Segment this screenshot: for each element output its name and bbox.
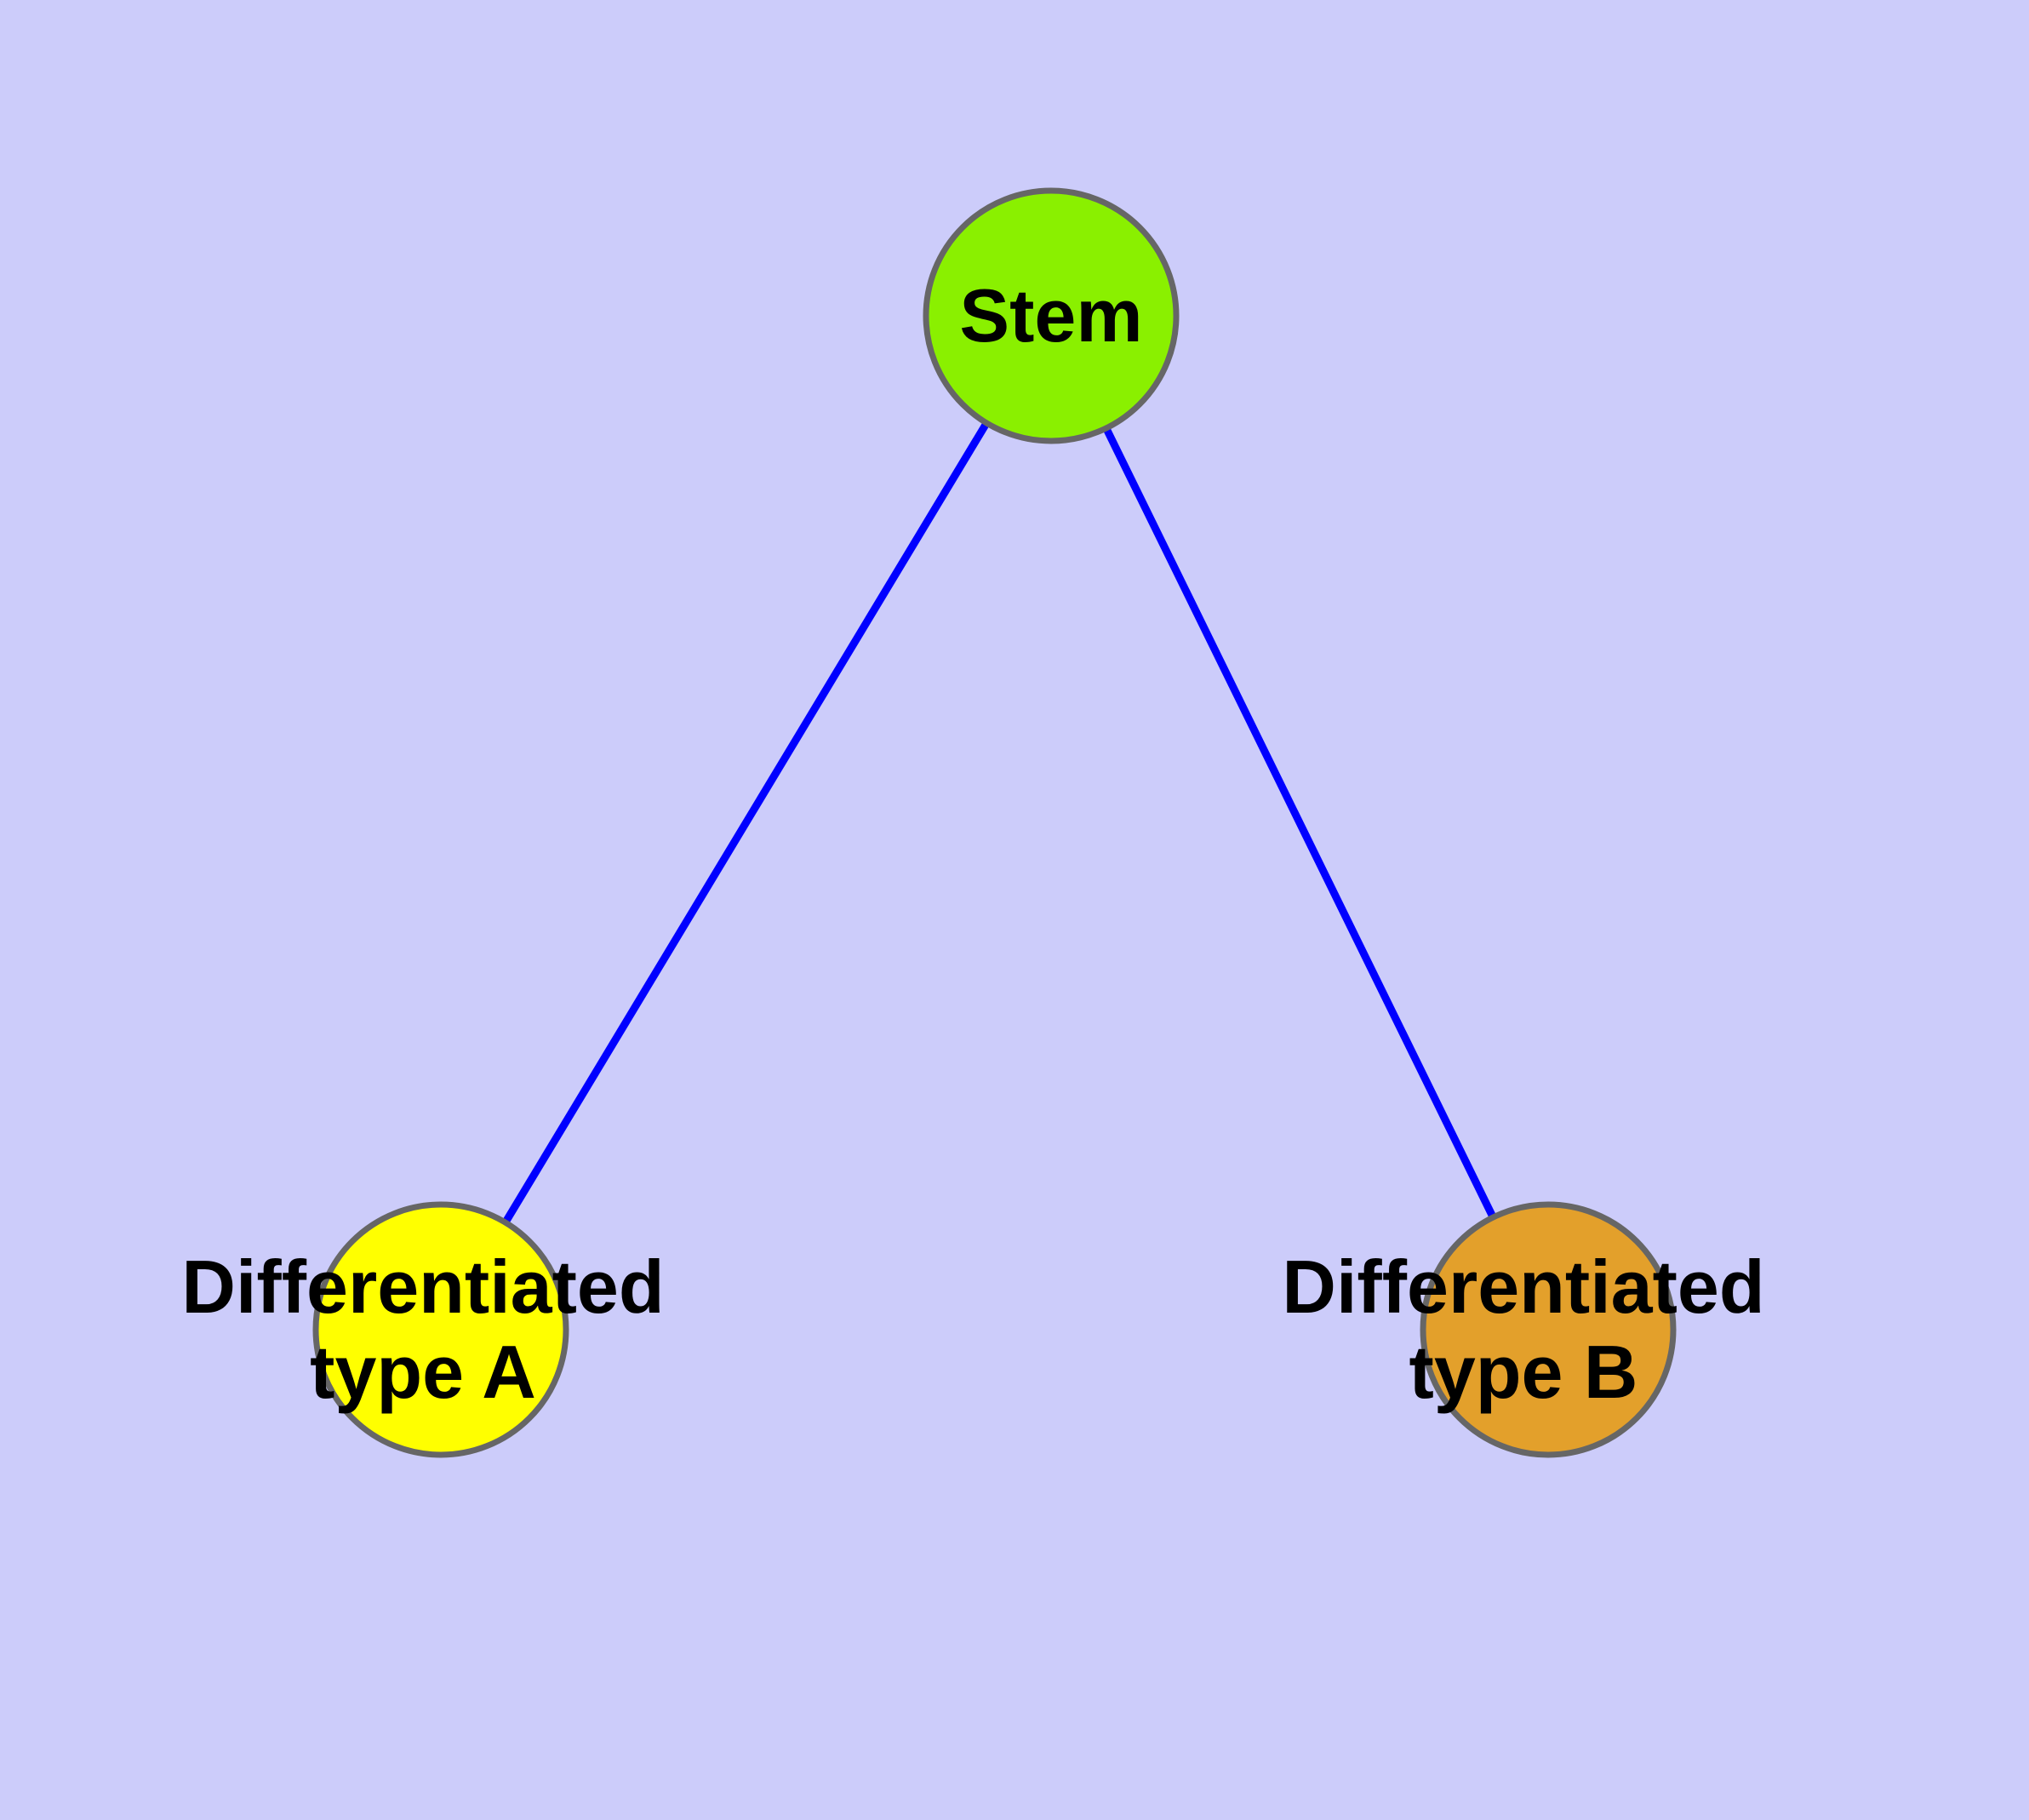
node-label-line: type A (310, 1330, 536, 1414)
node-diff-a[interactable] (312, 1201, 569, 1458)
node-stem[interactable] (923, 187, 1180, 444)
node-label-line: Differentiated (181, 1245, 664, 1329)
edge-stem-to-diff-b[interactable] (1100, 423, 1499, 1222)
node-label-line: type B (1409, 1330, 1638, 1414)
node-label-line: Stem (959, 273, 1142, 358)
node-label-stem: Stem (959, 273, 1142, 358)
node-diff-b[interactable] (1420, 1201, 1677, 1458)
node-label-line: Differentiated (1282, 1245, 1764, 1329)
nodes-layer (312, 187, 1677, 1458)
edge-stem-to-diff-a[interactable] (500, 418, 992, 1228)
edges-layer (500, 418, 1499, 1228)
